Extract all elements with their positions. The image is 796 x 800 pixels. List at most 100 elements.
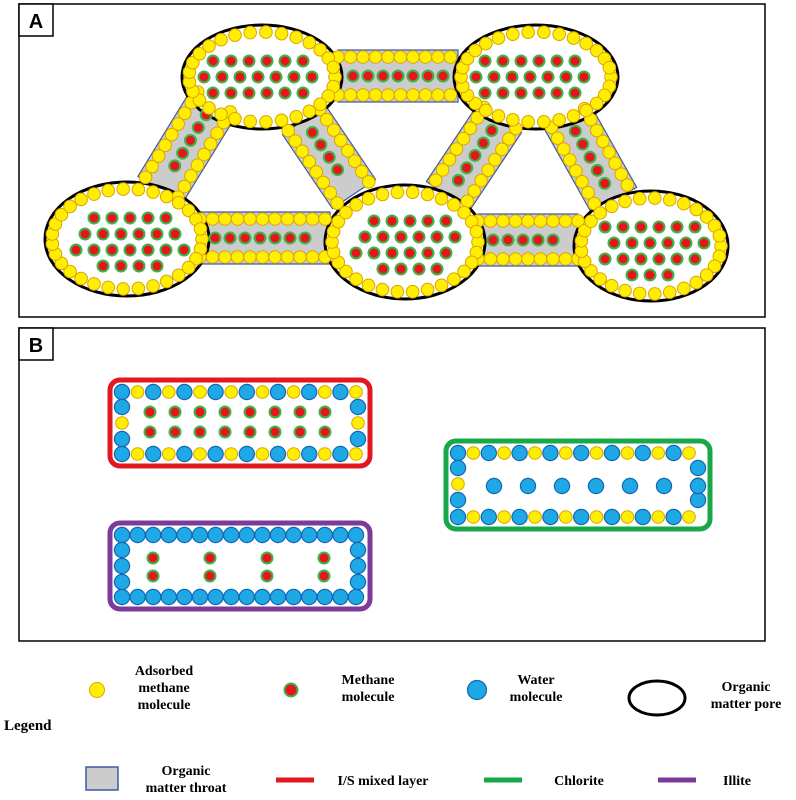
methane-molecule [132, 227, 146, 241]
water-molecule [160, 526, 177, 544]
methane-molecule [78, 227, 92, 241]
adsorbed-methane-molecule [349, 198, 363, 212]
adsorbed-methane-molecule [210, 126, 224, 141]
adsorbed-methane-molecule [699, 268, 714, 282]
methane-molecule [208, 231, 222, 245]
adsorbed-methane-molecule [647, 287, 662, 301]
adsorbed-methane-molecule [101, 183, 116, 198]
adsorbed-methane-molecule [662, 285, 677, 300]
adsorbed-methane-molecule [318, 385, 332, 399]
methane-molecule [550, 54, 564, 68]
panel-a-label-box [18, 3, 54, 37]
methane-molecule [451, 173, 465, 187]
methane-molecule [568, 86, 582, 100]
methane-molecule [376, 262, 390, 276]
adsorbed-methane-molecule [443, 88, 458, 102]
water-molecule [144, 445, 162, 463]
methane-molecule [476, 136, 490, 150]
water-molecule [207, 383, 224, 401]
adsorbed-methane-molecule [569, 164, 583, 178]
methane-molecule [568, 124, 582, 138]
methane-molecule [361, 69, 375, 83]
methane-molecule [346, 69, 360, 83]
methane-molecule [287, 70, 301, 84]
adsorbed-methane-molecule [483, 252, 498, 266]
adsorbed-methane-molecule [193, 222, 208, 236]
methane-molecule [260, 551, 274, 565]
adsorbed-methane-molecule [449, 142, 464, 156]
methane-molecule [496, 86, 510, 100]
adsorbed-methane-molecule [682, 446, 696, 460]
adsorbed-methane-molecule [193, 385, 207, 399]
legend-title: Legend [4, 718, 52, 734]
water-molecule [207, 588, 224, 606]
methane-molecule [568, 54, 582, 68]
water-molecule [480, 508, 497, 526]
methane-molecule [268, 231, 282, 245]
methane-molecule [168, 405, 182, 419]
methane-molecule [69, 243, 83, 257]
water-molecule [449, 491, 467, 509]
adsorbed-methane-molecule [584, 263, 598, 278]
water-molecule [113, 526, 131, 544]
water-molecule [634, 508, 652, 526]
adsorbed-methane-molecule [496, 252, 510, 266]
adsorbed-methane-molecule [181, 203, 196, 218]
methane-molecule [559, 70, 573, 84]
methane-molecule [634, 220, 648, 234]
adsorbed-methane-molecule [214, 107, 228, 122]
adsorbed-methane-molecule [647, 191, 662, 205]
methane-molecule [652, 220, 666, 234]
adsorbed-methane-molecule [676, 281, 691, 296]
methane-molecule [159, 243, 173, 257]
methane-molecule [616, 220, 630, 234]
methane-molecule [260, 54, 274, 68]
methane-molecule [661, 268, 675, 282]
adsorbed-methane-molecule [228, 112, 242, 126]
adsorbed-methane-molecule [230, 250, 245, 264]
methane-molecule [439, 246, 453, 260]
adsorbed-methane-molecule [349, 447, 363, 461]
adsorbed-methane-molecule [431, 50, 445, 64]
adsorbed-methane-molecule [589, 510, 604, 524]
adsorbed-methane-molecule [497, 510, 512, 524]
adsorbed-methane-molecule [255, 447, 270, 461]
adsorbed-methane-molecule [456, 131, 471, 146]
adsorbed-methane-molecule [577, 223, 592, 238]
adsorbed-methane-molecule [479, 103, 493, 118]
adsorbed-methane-molecule [347, 154, 362, 168]
adsorbed-methane-molecule [162, 447, 176, 461]
methane-molecule [268, 425, 282, 439]
adsorbed-methane-molecule [406, 88, 420, 102]
methane-molecule [233, 70, 247, 84]
methane-molecule [546, 233, 560, 247]
water-molecule [301, 383, 318, 401]
methane-molecule [141, 211, 155, 225]
adsorbed-methane-molecule [274, 26, 289, 41]
adsorbed-methane-molecule [319, 112, 334, 127]
adsorbed-methane-molecule [546, 214, 560, 228]
adsorbed-methane-molecule [259, 25, 273, 39]
adsorbed-methane-molecule [138, 170, 153, 185]
adsorbed-methane-molecule [321, 89, 336, 103]
adsorbed-methane-molecule [620, 446, 635, 460]
methane-molecule [260, 86, 274, 100]
adsorbed-methane-molecule [343, 50, 358, 64]
adsorbed-methane-molecule [286, 385, 301, 399]
adsorbed-methane-molecule [533, 252, 548, 266]
water-molecule [621, 477, 639, 495]
adsorbed-methane-molecule [286, 447, 301, 461]
adsorbed-methane-molecule [506, 27, 520, 42]
adsorbed-methane-molecule [259, 115, 273, 129]
methane-molecule [206, 54, 220, 68]
water-molecule [269, 445, 287, 463]
adsorbed-methane-molecule [712, 228, 727, 243]
water-molecule [347, 526, 365, 544]
adsorbed-methane-molecule [74, 271, 88, 286]
adsorbed-methane-molecule [562, 153, 577, 167]
water-molecule [254, 526, 271, 544]
methane-molecule [577, 70, 591, 84]
water-molecule [238, 445, 255, 463]
methane-molecule [123, 211, 137, 225]
water-molecule [349, 573, 367, 591]
